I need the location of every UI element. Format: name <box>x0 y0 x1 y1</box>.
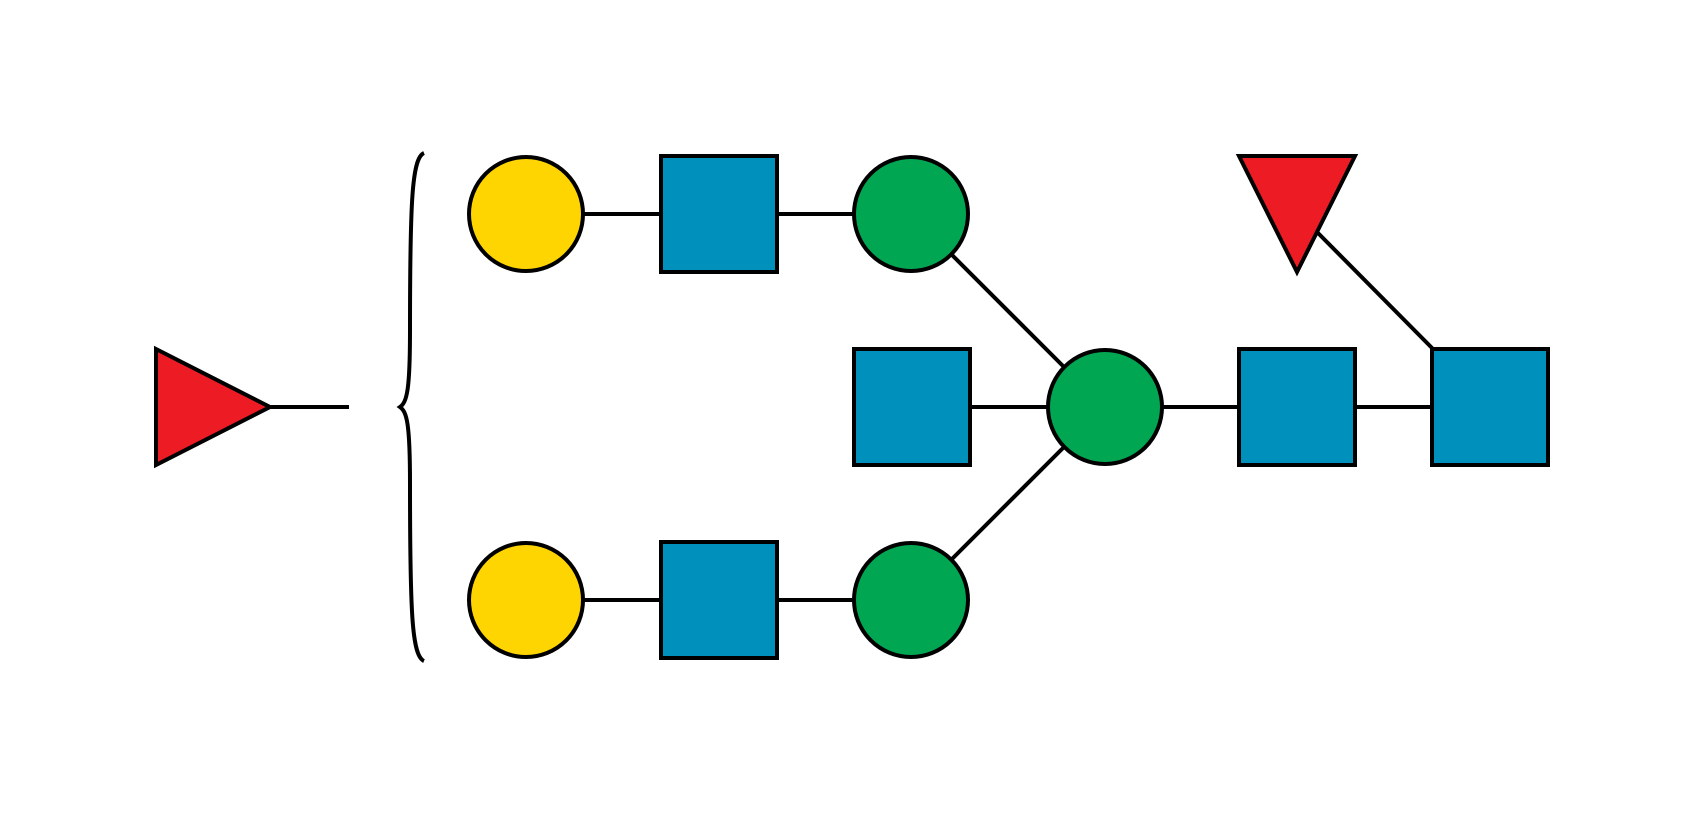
glcnac-core-square <box>1237 347 1357 467</box>
link-man-bottom-man-core <box>950 445 1066 561</box>
glycosidic-links <box>270 212 1435 602</box>
link-man-top-man-core <box>950 253 1066 369</box>
mannose-bottom-circle <box>852 541 970 659</box>
monosaccharide-nodes <box>154 154 1550 660</box>
fucose-floating-triangle <box>154 345 275 469</box>
fucose-core-triangle <box>1235 154 1359 277</box>
glcnac-bottom-arm-square <box>659 540 779 660</box>
glcnac-top-arm-square <box>659 154 779 274</box>
antenna-bracket <box>396 151 426 663</box>
mannose-core-circle <box>1046 348 1164 466</box>
galactose-top-circle <box>467 155 585 273</box>
glcnac-reducing-square <box>1430 347 1550 467</box>
mannose-top-circle <box>852 155 970 273</box>
glcnac-bisecting-square <box>852 347 972 467</box>
galactose-bottom-circle <box>467 541 585 659</box>
link-fucose-reducing <box>1315 230 1435 351</box>
